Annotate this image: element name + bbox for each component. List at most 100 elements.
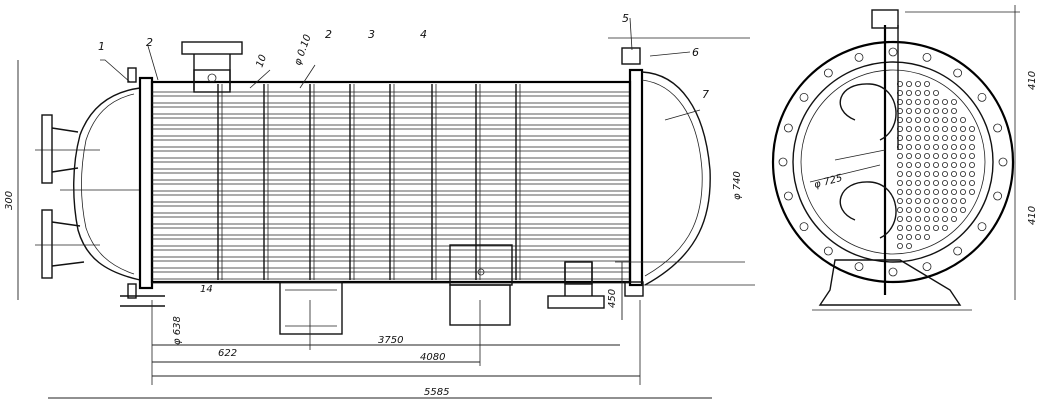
end-flange-outer xyxy=(771,40,1015,284)
top-nozzle xyxy=(181,41,243,93)
bolt-hole xyxy=(783,191,793,201)
tube-hole xyxy=(960,170,967,177)
tube-hole xyxy=(915,170,922,177)
tube-hole xyxy=(960,126,967,133)
tube-hole xyxy=(915,197,922,204)
tube-hole xyxy=(924,197,931,204)
tube-hole xyxy=(969,126,976,133)
dim-tube-length: 4080 xyxy=(420,352,445,363)
tube-hole xyxy=(951,215,958,222)
tube-hole xyxy=(906,126,913,133)
tube-hole xyxy=(933,215,940,222)
tube-holes xyxy=(897,81,976,249)
tube-hole xyxy=(960,179,967,186)
tube-hole xyxy=(906,215,913,222)
flange-bolts xyxy=(778,47,1008,277)
tube-hole xyxy=(933,152,940,159)
tube-hole xyxy=(897,179,904,186)
dim-nozzle-height: 450 xyxy=(607,289,618,308)
dimension-labels: 10 φ 0.10 φ 740 φ 725 φ 638 14 450 300 6… xyxy=(4,33,1038,398)
tube-hole xyxy=(915,143,922,150)
tube-hole xyxy=(951,108,958,115)
tube-hole xyxy=(924,99,931,106)
tube-hole xyxy=(942,224,949,231)
callout-7: 7 xyxy=(702,88,709,101)
tube-hole xyxy=(942,126,949,133)
tube-hole xyxy=(924,117,931,124)
dim-left-pitch: 300 xyxy=(4,191,15,210)
tube-hole xyxy=(897,233,904,240)
side-view xyxy=(17,17,755,399)
tube-hole xyxy=(933,99,940,106)
left-lower-nozzle xyxy=(35,209,100,279)
right-flange xyxy=(628,68,644,287)
bolt-hole xyxy=(799,222,809,232)
callout-5: 5 xyxy=(622,12,629,25)
tube-hole xyxy=(906,152,913,159)
tube-hole xyxy=(906,197,913,204)
tube-hole xyxy=(906,233,913,240)
callout-6: 6 xyxy=(692,46,699,59)
bolt-hole xyxy=(823,246,833,256)
tube-hole xyxy=(897,215,904,222)
tube-hole xyxy=(897,242,904,249)
tube-hole xyxy=(924,188,931,195)
tube-hole xyxy=(924,126,931,133)
tube-hole xyxy=(969,170,976,177)
tube-hole xyxy=(924,206,931,213)
tube-hole xyxy=(924,81,931,88)
dim-pitch-small: 10 xyxy=(254,53,269,69)
saddle-support xyxy=(818,259,962,306)
tube-hole xyxy=(969,152,976,159)
callout-2a: 2 xyxy=(146,36,153,49)
tube-hole xyxy=(933,143,940,150)
callout-3: 3 xyxy=(368,28,375,41)
tube-hole xyxy=(915,179,922,186)
tube-hole xyxy=(906,108,913,115)
bolt-hole xyxy=(854,52,864,62)
tube-hole xyxy=(924,215,931,222)
tube-hole xyxy=(951,206,958,213)
tube-hole xyxy=(951,99,958,106)
tube-hole xyxy=(951,161,958,168)
bolt-hole xyxy=(998,157,1008,167)
tube-hole xyxy=(915,81,922,88)
tube-hole xyxy=(942,152,949,159)
tube-hole xyxy=(915,108,922,115)
tube-hole xyxy=(897,197,904,204)
bolt-hole xyxy=(888,47,898,57)
end-view xyxy=(771,5,1020,311)
tube-hole xyxy=(933,188,940,195)
bottom-nozzle-right xyxy=(547,261,605,309)
bolt-hole xyxy=(953,246,963,256)
tube-hole xyxy=(969,179,976,186)
tube-hole xyxy=(951,188,958,195)
tube-hole xyxy=(951,152,958,159)
tube-hole xyxy=(933,206,940,213)
tube-hole xyxy=(924,179,931,186)
tube-hole xyxy=(960,117,967,124)
tube-hole xyxy=(906,134,913,141)
tube-hole xyxy=(906,81,913,88)
callout-labels: 1 2 2 3 4 5 6 7 xyxy=(98,12,709,101)
right-head xyxy=(641,71,711,286)
tube-hole xyxy=(969,143,976,150)
dim-inner-dia: φ 725 xyxy=(813,173,844,191)
tube-hole xyxy=(933,224,940,231)
dim-flange-label: 14 xyxy=(200,284,213,295)
dim-shell-dia: φ 740 xyxy=(732,171,743,200)
bolt-hole xyxy=(977,92,987,102)
tube-hole xyxy=(933,134,940,141)
tube-hole xyxy=(906,179,913,186)
tube-hole xyxy=(933,117,940,124)
tube-hole xyxy=(951,117,958,124)
callout-4: 4 xyxy=(420,28,427,41)
tube-hole xyxy=(906,188,913,195)
bolt-hole xyxy=(888,267,898,277)
bolt-hole xyxy=(993,191,1003,201)
callout-2b: 2 xyxy=(325,28,332,41)
tube-hole xyxy=(960,134,967,141)
tube-hole xyxy=(942,197,949,204)
tube-hole xyxy=(924,170,931,177)
tube-hole xyxy=(933,90,940,97)
